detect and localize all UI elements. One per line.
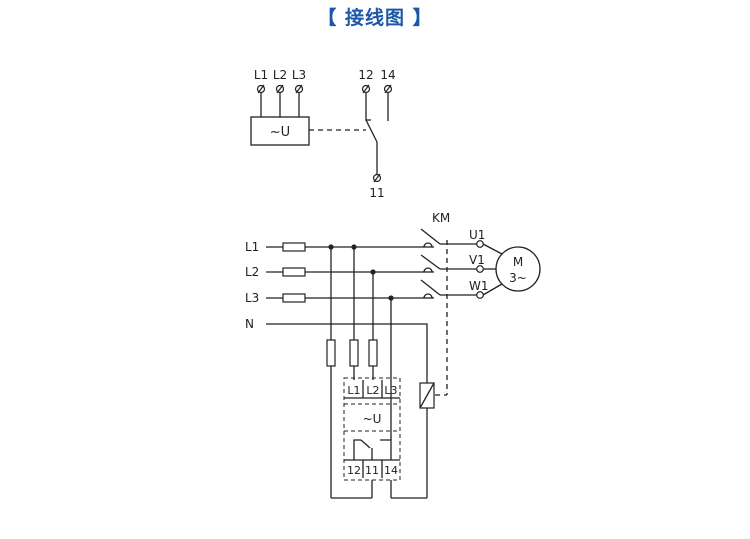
fuse-l2: [282, 267, 306, 277]
motor-label-m: M: [513, 255, 523, 269]
relay-terminal-11: 11: [365, 464, 379, 477]
motor-terminal-v1: V1: [469, 253, 485, 267]
motor-terminal-w1: W1: [469, 279, 489, 293]
top-switch-blade: [365, 119, 378, 143]
control-fuse-2: [349, 339, 359, 367]
relay-module-label: ~U: [363, 412, 382, 426]
control-fuse-3: [368, 339, 378, 367]
fuse-l1: [282, 242, 306, 252]
relay-terminal-14: 14: [384, 464, 398, 477]
fuse-l3: [282, 293, 306, 303]
relay-terminal-l3: L3: [384, 384, 397, 397]
top-terminal-label-l3: L3: [292, 68, 306, 82]
top-terminal-label-l1: L1: [254, 68, 268, 82]
top-contact-label-14: 14: [380, 68, 395, 82]
relay-internal-contacts: [353, 439, 392, 460]
motor-terminal-u1: U1: [469, 228, 485, 242]
top-contact-label-12: 12: [358, 68, 373, 82]
top-common-label-11: 11: [369, 186, 384, 200]
top-relay-block-label: ~U: [270, 125, 290, 140]
top-terminal-label-l2: L2: [273, 68, 287, 82]
line-label-l2: L2: [245, 265, 259, 279]
relay-terminal-l2: L2: [366, 384, 379, 397]
line-label-l3: L3: [245, 291, 259, 305]
page-title: 【 接线图 】: [317, 7, 433, 29]
top-relay-block: [250, 116, 310, 146]
line-label-n: N: [245, 317, 254, 331]
control-fuse-1: [326, 339, 336, 367]
top-terminal-screws: [256, 84, 393, 183]
relay-terminal-12: 12: [347, 464, 361, 477]
top-relay-diagram: L1 L2 L3 ~U 12 14: [250, 68, 396, 200]
contactor-label-km: KM: [432, 211, 450, 225]
relay-terminal-l1: L1: [347, 384, 360, 397]
motor-symbol: [495, 246, 541, 292]
bottom-circuit-diagram: L1 L2 L3 N: [245, 211, 541, 499]
motor-label-3phase: 3~: [509, 271, 527, 285]
line-label-l1: L1: [245, 240, 259, 254]
contactor-contacts: [420, 228, 477, 299]
